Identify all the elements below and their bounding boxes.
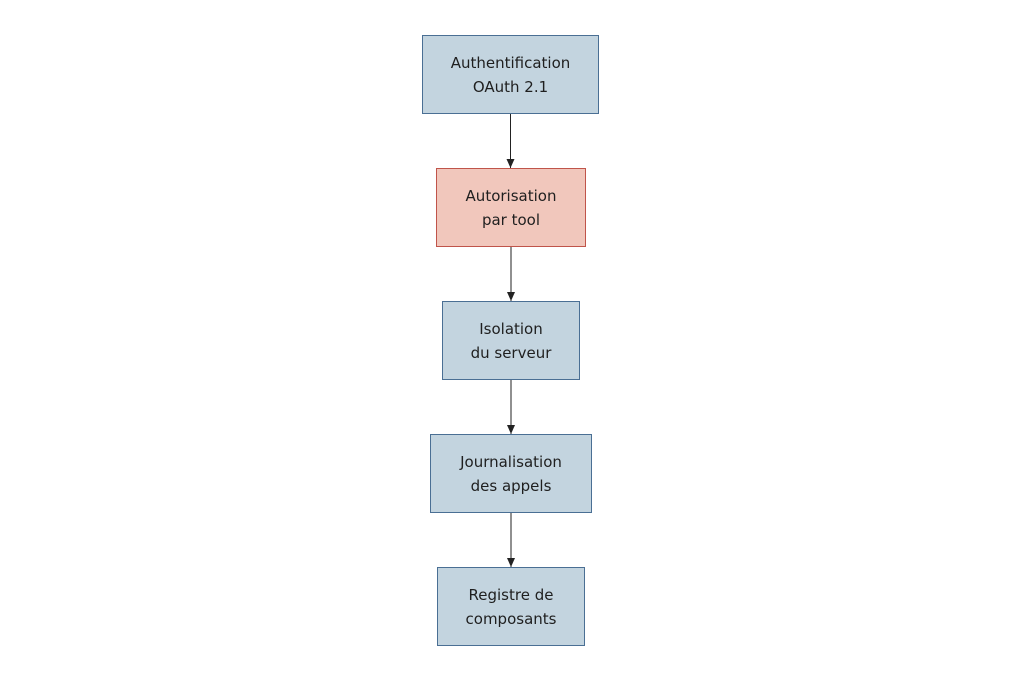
node-isolation-line-2: du serveur xyxy=(470,343,552,362)
node-registry-line-2: composants xyxy=(465,609,557,628)
node-auth-line-1: Authentification xyxy=(450,53,571,72)
node-logging-line-1: Journalisation xyxy=(460,452,562,471)
node-registry-line-1: Registre de xyxy=(468,585,554,604)
node-isolation-line-1: Isolation xyxy=(479,319,543,338)
node-auth: Authentification OAuth 2.1 xyxy=(422,35,599,114)
node-logging-line-2: des appels xyxy=(470,476,552,495)
node-authz-line-2: par tool xyxy=(481,210,541,229)
node-authz: Autorisation par tool xyxy=(436,168,586,247)
node-registry: Registre de composants xyxy=(437,567,585,646)
node-logging: Journalisation des appels xyxy=(430,434,592,513)
node-auth-line-2: OAuth 2.1 xyxy=(472,77,549,96)
node-authz-line-1: Autorisation xyxy=(465,186,557,205)
node-isolation: Isolation du serveur xyxy=(442,301,580,380)
